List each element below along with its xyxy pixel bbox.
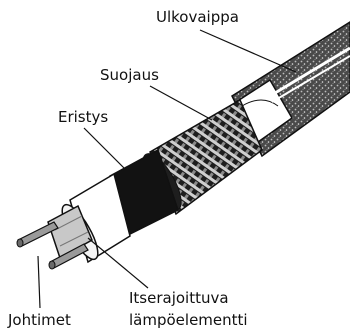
label-shield: Suojaus <box>100 66 159 84</box>
label-element-line1: Itserajoittuva <box>129 289 229 307</box>
label-element-line2: lämpöelementti <box>129 311 248 329</box>
leader-conductors <box>38 256 40 308</box>
label-outer-sheath: Ulkovaippa <box>156 8 239 26</box>
leader-element <box>88 238 148 288</box>
leader-insulation <box>84 128 126 170</box>
label-conductors: Johtimet <box>8 311 71 329</box>
label-insulation: Eristys <box>58 108 108 126</box>
leader-outer-sheath <box>200 30 296 72</box>
leader-shield <box>150 86 212 120</box>
